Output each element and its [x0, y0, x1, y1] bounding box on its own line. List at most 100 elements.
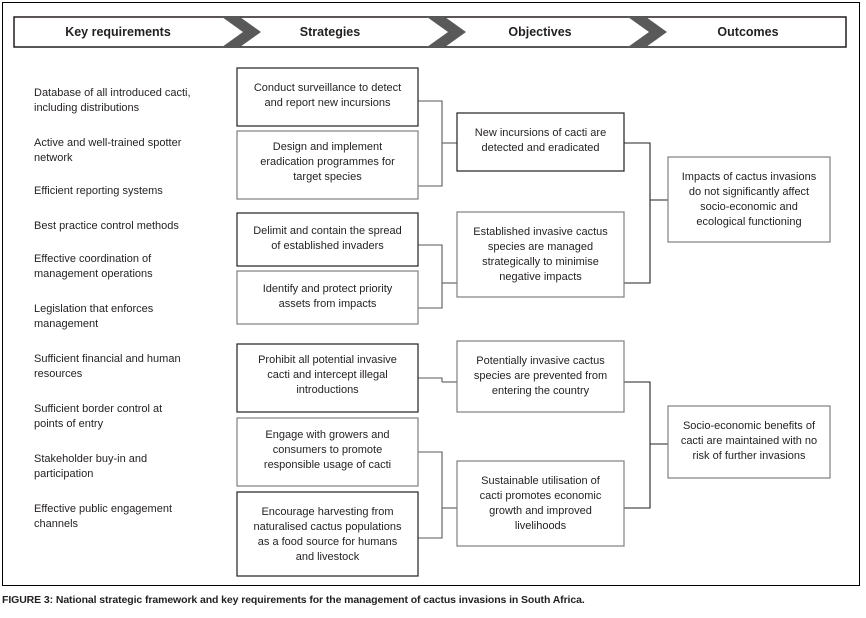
objective-box-outline — [456, 211, 625, 298]
objective-text-line: Established invasive cactus — [473, 226, 608, 238]
figure-caption: FIGURE 3: National strategic framework a… — [2, 594, 585, 606]
connector-line — [624, 142, 651, 200]
connector-line — [418, 244, 443, 283]
key-requirement-item-line2: management — [34, 318, 98, 330]
strategy-text-line: Identify and protect priority — [263, 283, 393, 295]
strategy-box-4[interactable]: Identify and protect priority assets fro… — [236, 270, 419, 325]
outcome-text-line: socio-economic and — [700, 201, 798, 213]
key-requirement-item: Database of all introduced cacti, — [34, 87, 191, 99]
objective-box-2[interactable]: Established invasive cactus species are … — [456, 211, 625, 298]
strategy-box-outline — [236, 270, 419, 325]
connector-line — [624, 200, 651, 284]
strategy-text-line: Conduct surveillance to detect — [254, 82, 401, 94]
objectives-column: New incursions of cacti are detected and… — [456, 112, 625, 547]
chevron-right-icon — [628, 17, 667, 47]
strategy-box-outline — [236, 491, 419, 577]
connector-line — [418, 100, 443, 143]
objective-text-line: negative impacts — [499, 271, 582, 283]
key-requirement-item: Effective coordination of — [34, 253, 152, 265]
objective-box-outline — [456, 460, 625, 547]
outcome-box-outline — [667, 405, 831, 479]
header-column-outcomes: Outcomes — [717, 25, 778, 39]
strategies-column: Conduct surveillance to detect and repor… — [236, 67, 419, 577]
objective-text-line: New incursions of cacti are — [475, 127, 606, 139]
strategy-text-line: cacti and intercept illegal — [267, 369, 387, 381]
strategy-box-outline — [236, 130, 419, 200]
objective-text-line: species are managed — [488, 241, 593, 253]
strategy-box-6[interactable]: Engage with growers and consumers to pro… — [236, 417, 419, 487]
header-column-strategies: Strategies — [300, 25, 360, 39]
strategy-box-5[interactable]: Prohibit all potential invasive cacti an… — [236, 343, 419, 413]
objective-text-line: Potentially invasive cactus — [476, 355, 605, 367]
objective-box-4[interactable]: Sustainable utilisation of cacti promote… — [456, 460, 625, 547]
key-requirement-item: Legislation that enforces — [34, 303, 154, 315]
strategy-box-2[interactable]: Design and implement eradication program… — [236, 130, 419, 200]
objective-text-line: species are prevented from — [474, 370, 607, 382]
strategy-text-line: eradication programmes for — [260, 156, 395, 168]
connectors-objectives-outcomes — [624, 142, 668, 509]
connector-line — [418, 143, 443, 187]
connector-line — [418, 377, 443, 382]
key-requirement-item: Active and well-trained spotter — [34, 137, 182, 149]
strategy-text-line: and livestock — [296, 551, 360, 563]
outcome-text-line: risk of further invasions — [692, 450, 806, 462]
strategy-box-outline — [236, 212, 419, 267]
objective-text-line: entering the country — [492, 385, 590, 397]
outcome-box-1[interactable]: Impacts of cactus invasions do not signi… — [667, 156, 831, 243]
key-requirement-item: Efficient reporting systems — [34, 185, 163, 197]
connector-line — [418, 283, 443, 309]
objective-box-outline — [456, 112, 625, 172]
strategy-box-outline — [236, 343, 419, 413]
strategy-box-3[interactable]: Delimit and contain the spread of establ… — [236, 212, 419, 267]
objective-text-line: detected and eradicated — [481, 142, 599, 154]
strategy-text-line: Delimit and contain the spread — [253, 225, 402, 237]
key-requirement-item-line2: management operations — [34, 268, 153, 280]
outcome-text-line: do not significantly affect — [689, 186, 809, 198]
outcome-text-line: ecological functioning — [696, 216, 801, 228]
objective-box-1[interactable]: New incursions of cacti are detected and… — [456, 112, 625, 172]
objective-text-line: cacti promotes economic — [480, 490, 602, 502]
strategy-text-line: as a food source for humans — [258, 536, 398, 548]
outcome-box-outline — [667, 156, 831, 243]
connector-line — [418, 508, 443, 539]
key-requirements-list: Database of all introduced cacti, includ… — [34, 87, 191, 530]
strategy-text-line: and report new incursions — [265, 97, 391, 109]
key-requirement-item-line2: network — [34, 152, 73, 164]
strategy-text-line: Design and implement — [273, 141, 382, 153]
connectors-strategies-objectives — [418, 100, 457, 539]
objective-text-line: growth and improved — [489, 505, 592, 517]
header-column-objectives: Objectives — [508, 25, 571, 39]
outcomes-column: Impacts of cactus invasions do not signi… — [667, 156, 831, 479]
strategy-box-outline — [236, 417, 419, 487]
strategy-text-line: Encourage harvesting from — [261, 506, 393, 518]
strategy-text-line: Engage with growers and — [265, 429, 389, 441]
strategy-text-line: target species — [293, 171, 362, 183]
key-requirement-item: Sufficient financial and human — [34, 353, 181, 365]
strategy-box-outline — [236, 67, 419, 127]
connector-line — [418, 451, 443, 508]
strategy-text-line: of established invaders — [271, 240, 384, 252]
header-band: Key requirements Strategies Objectives O… — [13, 16, 847, 48]
outcome-box-2[interactable]: Socio-economic benefits of cacti are mai… — [667, 405, 831, 479]
objective-box-outline — [456, 340, 625, 413]
key-requirement-item: Effective public engagement — [34, 503, 172, 515]
strategy-box-7[interactable]: Encourage harvesting from naturalised ca… — [236, 491, 419, 577]
key-requirement-item-line2: resources — [34, 368, 83, 380]
strategy-box-1[interactable]: Conduct surveillance to detect and repor… — [236, 67, 419, 127]
figure-outer-frame — [2, 2, 860, 586]
strategy-text-line: responsible usage of cacti — [264, 459, 391, 471]
outcome-text-line: Impacts of cactus invasions — [682, 171, 817, 183]
connector-line — [624, 444, 651, 509]
outcome-text-line: Socio-economic benefits of — [683, 420, 816, 432]
outcome-text-line: cacti are maintained with no — [681, 435, 817, 447]
key-requirement-item: Stakeholder buy-in and — [34, 453, 147, 465]
objective-text-line: Sustainable utilisation of — [481, 475, 601, 487]
key-requirement-item: Sufficient border control at — [34, 403, 162, 415]
key-requirement-item-line2: participation — [34, 468, 93, 480]
objective-box-3[interactable]: Potentially invasive cactus species are … — [456, 340, 625, 413]
strategy-text-line: introductions — [296, 384, 359, 396]
key-requirement-item-line2: channels — [34, 518, 79, 530]
chevron-right-icon — [222, 17, 261, 47]
